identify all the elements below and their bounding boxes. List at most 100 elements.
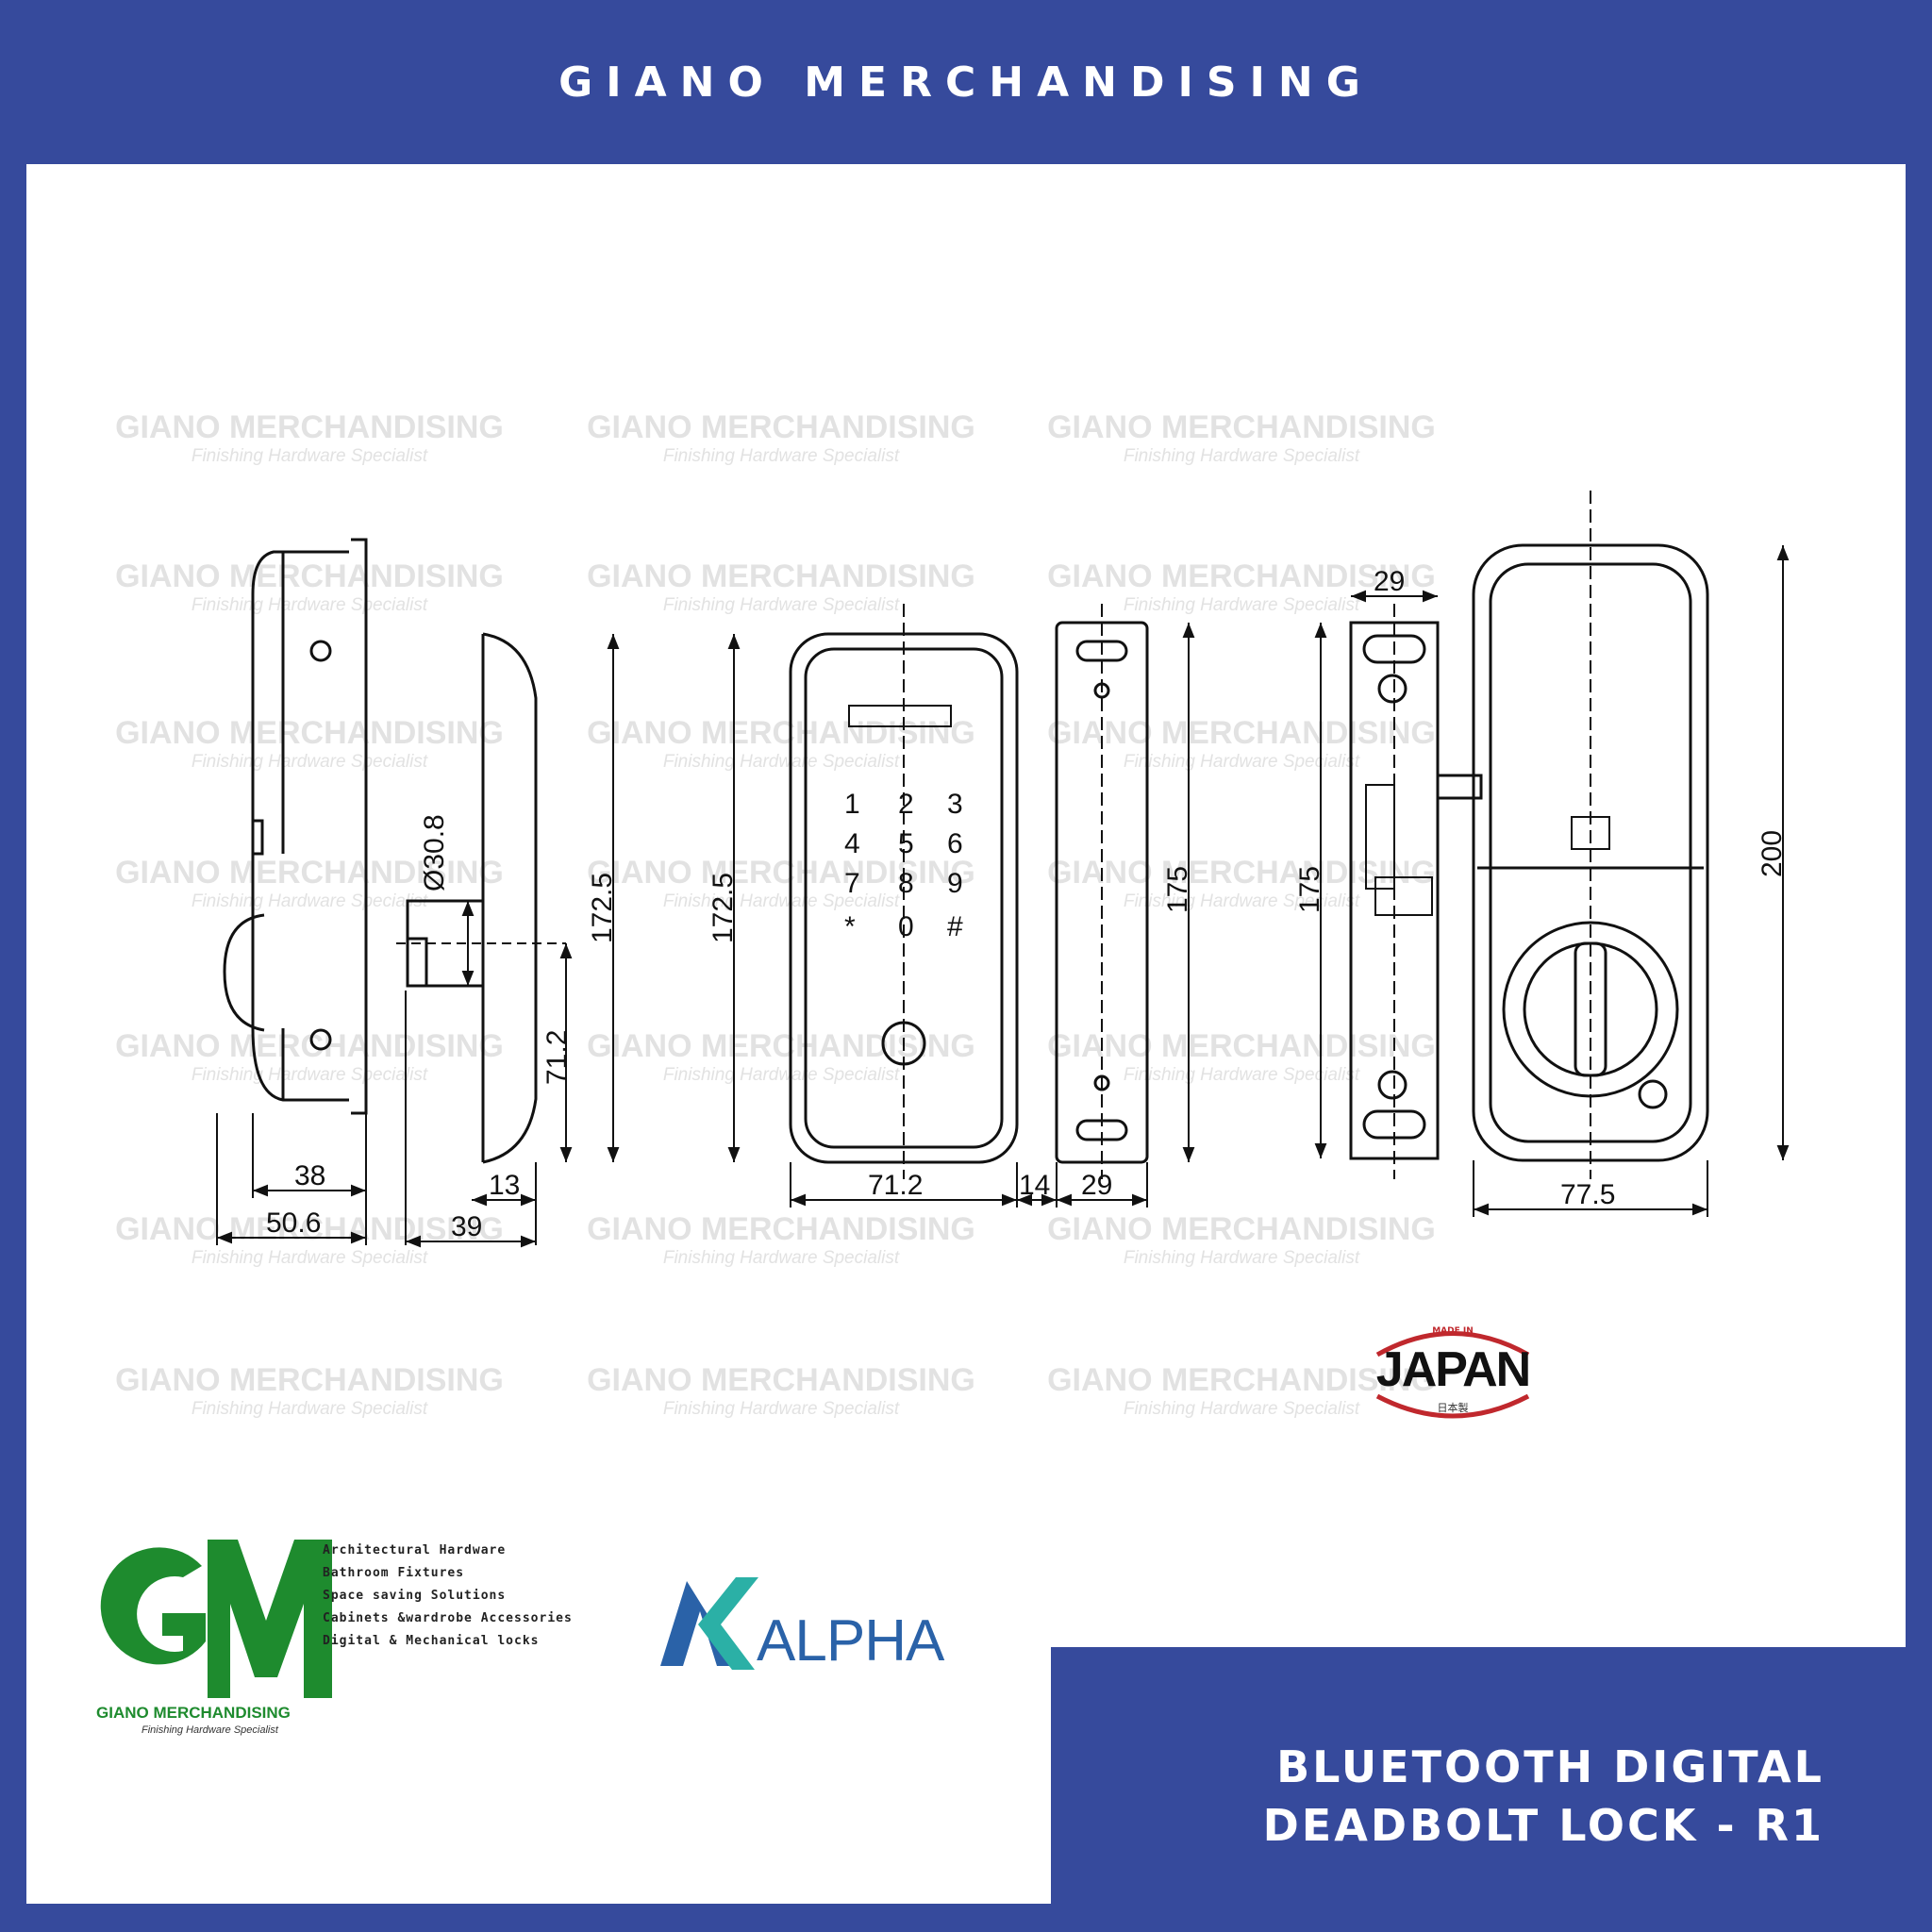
side-view-thin — [396, 632, 566, 1164]
svg-text:#: # — [947, 911, 963, 942]
dim-side-39: 39 — [451, 1211, 482, 1242]
watermark-title: GIANO MERCHANDISING — [587, 409, 975, 445]
watermark-title: GIANO MERCHANDISING — [587, 1028, 975, 1064]
svg-text:5: 5 — [898, 828, 914, 859]
svg-text:2: 2 — [898, 789, 914, 820]
services-list: Architectural Hardware Bathroom Fixtures… — [323, 1540, 573, 1653]
product-title-line1: BLUETOOTH DIGITAL — [1276, 1741, 1824, 1792]
watermark-subtitle: Finishing Hardware Specialist — [191, 446, 428, 466]
svg-text:4: 4 — [844, 828, 860, 859]
watermark-subtitle: Finishing Hardware Specialist — [1123, 446, 1360, 466]
service-item: Bathroom Fixtures — [323, 1566, 465, 1580]
side-view-outer — [223, 538, 368, 1115]
dim-side-13: 13 — [489, 1170, 520, 1201]
gm-monogram-icon — [96, 1536, 332, 1698]
service-item: Cabinets &wardrobe Accessories — [323, 1611, 573, 1625]
header-bar: GIANO MERCHANDISING — [0, 0, 1932, 164]
dim-back-width: 77.5 — [1560, 1179, 1615, 1210]
watermark-subtitle: Finishing Hardware Specialist — [662, 1065, 900, 1085]
svg-text:*: * — [844, 911, 856, 942]
watermark-title: GIANO MERCHANDISING — [115, 715, 504, 751]
svg-text:9: 9 — [947, 868, 963, 899]
dim-gap-14: 14 — [1019, 1170, 1050, 1201]
watermark-title: GIANO MERCHANDISING — [1047, 855, 1436, 891]
watermark-subtitle: Finishing Hardware Specialist — [191, 595, 428, 615]
svg-text:6: 6 — [947, 828, 963, 859]
gm-company-name: GIANO MERCHANDISING — [96, 1704, 291, 1722]
dim-side-lower: 71.2 — [541, 1030, 573, 1085]
made-in-japan-badge: MADE IN JAPAN 日本製 — [1368, 1317, 1538, 1430]
receiver-view — [1349, 604, 1440, 1179]
watermark-title: GIANO MERCHANDISING — [115, 1362, 504, 1398]
dim-side-diameter: Ø30.8 — [419, 814, 450, 891]
screw-icon — [309, 1028, 332, 1051]
watermark-title: GIANO MERCHANDISING — [587, 1362, 975, 1398]
made-in-label: MADE IN — [1432, 1326, 1474, 1336]
watermark-title: GIANO MERCHANDISING — [1047, 1211, 1436, 1247]
watermark-subtitle: Finishing Hardware Specialist — [1123, 1399, 1360, 1419]
watermark-title: GIANO MERCHANDISING — [587, 558, 975, 594]
back-view — [1438, 491, 1709, 1179]
dim-front-width: 71.2 — [868, 1170, 923, 1201]
badge-arc-icon — [1375, 1331, 1530, 1419]
gm-tagline: Finishing Hardware Specialist — [142, 1724, 278, 1736]
watermark-title: GIANO MERCHANDISING — [1047, 558, 1436, 594]
dimension-lines — [216, 545, 1790, 1248]
gm-logo: GIANO MERCHANDISING Finishing Hardware S… — [96, 1536, 332, 1736]
service-item: Space saving Solutions — [323, 1589, 507, 1603]
svg-text:0: 0 — [898, 911, 914, 942]
watermark-subtitle: Finishing Hardware Specialist — [1123, 595, 1360, 615]
watermark-title: GIANO MERCHANDISING — [115, 558, 504, 594]
dim-side-38: 38 — [294, 1160, 325, 1191]
watermark-subtitle: Finishing Hardware Specialist — [662, 595, 900, 615]
alpha-wordmark: ALPHA — [757, 1608, 944, 1674]
dim-side-height: 172.5 — [587, 873, 618, 943]
dim-plate-height: 175 — [1162, 866, 1193, 913]
service-item: Digital & Mechanical locks — [323, 1634, 540, 1648]
watermark-title: GIANO MERCHANDISING — [587, 855, 975, 891]
svg-text:1: 1 — [844, 789, 860, 820]
dim-front-height: 172.5 — [708, 873, 739, 943]
alpha-logo: ALPHA — [641, 1568, 944, 1685]
watermark-subtitle: Finishing Hardware Specialist — [1123, 752, 1360, 772]
service-item: Architectural Hardware — [323, 1543, 507, 1557]
watermark-subtitle: Finishing Hardware Specialist — [662, 891, 900, 911]
watermark-subtitle: Finishing Hardware Specialist — [662, 446, 900, 466]
svg-text:8: 8 — [898, 868, 914, 899]
front-keypad-view — [789, 604, 1019, 1179]
watermark-subtitle: Finishing Hardware Specialist — [1123, 1065, 1360, 1085]
watermark-subtitle: Finishing Hardware Specialist — [662, 1248, 900, 1268]
alpha-mark-icon — [660, 1577, 758, 1670]
watermark-subtitle: Finishing Hardware Specialist — [191, 1248, 428, 1268]
svg-text:7: 7 — [844, 868, 860, 899]
watermark-subtitle: Finishing Hardware Specialist — [1123, 1248, 1360, 1268]
dim-strike-width: 29 — [1374, 566, 1405, 597]
product-title-line2: DEADBOLT LOCK - R1 — [1262, 1800, 1824, 1851]
dim-plate-width: 29 — [1081, 1170, 1112, 1201]
japan-kanji: 日本製 — [1437, 1402, 1469, 1414]
watermark-subtitle: Finishing Hardware Specialist — [191, 1065, 428, 1085]
watermark-title: GIANO MERCHANDISING — [587, 715, 975, 751]
watermark-title: GIANO MERCHANDISING — [115, 409, 504, 445]
watermark-title: GIANO MERCHANDISING — [115, 1028, 504, 1064]
watermark-title: GIANO MERCHANDISING — [1047, 409, 1436, 445]
watermark-subtitle: Finishing Hardware Specialist — [1123, 891, 1360, 911]
watermark-subtitle: Finishing Hardware Specialist — [191, 752, 428, 772]
